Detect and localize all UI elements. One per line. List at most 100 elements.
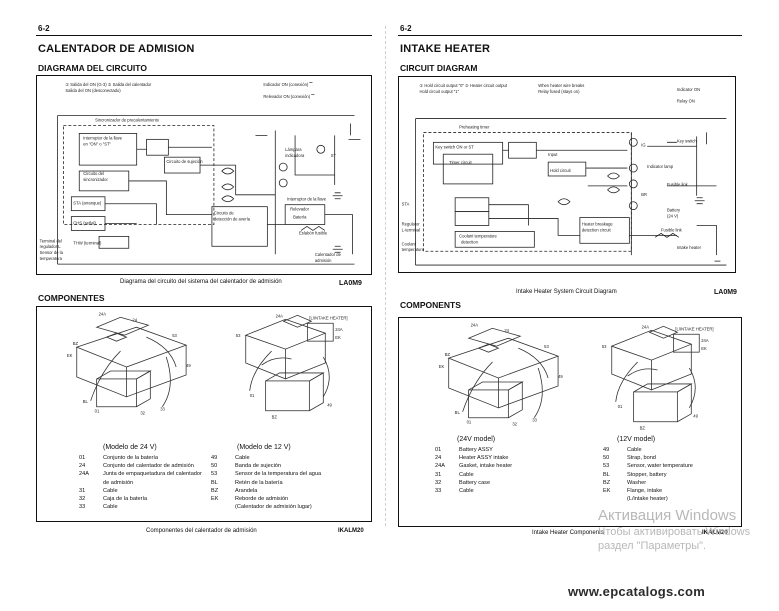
svg-text:33: 33 (160, 407, 165, 412)
part-label: Cable (459, 471, 474, 478)
circuit-diagram-art: ① Hold circuit output "0" ② Heater circu… (402, 83, 727, 266)
diagram-code: LA0M9 (339, 280, 362, 287)
svg-text:Calentador de: Calentador de (315, 252, 342, 257)
circuit-diagram: ① Hold circuit output "0" ② Heater circu… (398, 76, 736, 273)
svg-text:Indicator ON: Indicator ON (677, 87, 700, 92)
svg-text:Input: Input (548, 152, 558, 157)
diagram-heading: CIRCUIT DIAGRAM (400, 63, 478, 73)
header-rule (36, 35, 372, 36)
diagram-code: LA0M9 (714, 289, 737, 296)
part-number: 24A (79, 471, 89, 478)
svg-text:regulador L: regulador L (40, 244, 62, 249)
section-title: INTAKE HEATER (400, 43, 491, 55)
part-label: Cable (235, 455, 250, 461)
svg-text:ST: ST (331, 153, 337, 158)
svg-text:[L/INTAKE HEATER]: [L/INTAKE HEATER] (675, 326, 713, 331)
circuit-diagram-art: ① Salida del ON (G-3) ② Salida del calen… (40, 82, 361, 265)
part-number: 24 (435, 455, 442, 462)
part-label: Cable (459, 488, 474, 495)
svg-text:detection: detection (461, 239, 479, 244)
svg-text:L-terminal: L-terminal (402, 227, 420, 232)
part-number: BZ (603, 479, 611, 486)
svg-text:24: 24 (132, 317, 137, 322)
svg-text:BZ: BZ (272, 415, 278, 420)
circuit-diagram: ① Salida del ON (G-3) ② Salida del calen… (36, 75, 372, 275)
part-label: Cable (103, 487, 118, 494)
svg-text:Interruptor de la llave: Interruptor de la llave (287, 197, 327, 202)
part-number: 24 (79, 463, 86, 470)
watermark-line: раздел "Параметры". (598, 540, 707, 552)
part-label: Cable (627, 447, 642, 453)
svg-text:32: 32 (140, 411, 145, 416)
page-number: 6-2 (38, 24, 50, 33)
part-label: de admisión (103, 479, 134, 486)
diagram-caption: Intake Heater System Circuit Diagram (516, 289, 617, 295)
svg-text:32: 32 (512, 422, 517, 427)
model-12-label: (12V model) (617, 436, 656, 443)
part-number: BL (211, 479, 218, 486)
svg-text:Relay ON: Relay ON (677, 99, 695, 104)
svg-text:admisión: admisión (315, 258, 332, 263)
svg-text:Relevador: Relevador (290, 207, 309, 212)
part-number: 32 (435, 479, 442, 486)
svg-text:Interruptor de la llave: Interruptor de la llave (83, 135, 123, 140)
svg-text:temperature: temperature (402, 247, 425, 252)
svg-text:① Salida del ON (G-3) ② Sal: ① Salida del ON (G-3) ② Salida del calen… (65, 82, 152, 87)
svg-text:en "ON" o "ST": en "ON" o "ST" (83, 141, 111, 146)
svg-text:Hold circuit: Hold circuit (550, 168, 571, 173)
part-number (79, 479, 103, 487)
part-label: (L/intake heater) (627, 496, 668, 503)
svg-text:Circuito de sujeción: Circuito de sujeción (166, 159, 203, 164)
page-right: 6-2 INTAKE HEATER CIRCUIT DIAGRAM (398, 0, 742, 560)
part-label: Sensor, water temperature (627, 463, 693, 470)
part-label: Washer (627, 479, 647, 486)
svg-text:Battery: Battery (667, 208, 681, 213)
svg-text:53: 53 (544, 344, 549, 349)
watermark-line: Активация Windows (598, 507, 737, 524)
part-row: 53 Sensor, water temperature (603, 462, 693, 470)
svg-text:Regulator: Regulator (402, 221, 421, 226)
part-number: 53 (603, 463, 610, 470)
part-row: 49 Cable (211, 454, 321, 462)
components-code: IKALM20 (338, 528, 364, 534)
part-number: 49 (211, 455, 218, 461)
svg-text:EK: EK (701, 346, 707, 351)
diagram-caption: Diagrama del circuito del sistema del ca… (120, 279, 282, 285)
diagram-heading: DIAGRAMA DEL CIRCUITO (38, 63, 147, 73)
svg-text:THW (terminal): THW (terminal) (73, 240, 102, 245)
svg-text:BL: BL (455, 410, 461, 415)
part-row: (L/intake heater) (603, 495, 693, 503)
part-number: 32 (79, 496, 86, 503)
svg-text:① Hold circuit output "0" ②: ① Hold circuit output "0" ② Heater circu… (420, 83, 508, 88)
svg-text:Key switch ON or ST: Key switch ON or ST (435, 144, 474, 149)
svg-text:Indicador ON (conexión) ▔: Indicador ON (conexión) ▔ (263, 82, 313, 87)
part-number: 33 (79, 504, 86, 511)
svg-text:Fusible link: Fusible link (661, 227, 683, 232)
components-heading: COMPONENTES (38, 293, 105, 303)
svg-text:Hold circuit output "1": Hold circuit output "1" (420, 89, 460, 94)
part-label: Sensor de la temperatura del agua (235, 471, 322, 478)
part-row: BZ Washer (603, 479, 693, 487)
svg-text:Heater breakage: Heater breakage (582, 221, 614, 226)
svg-text:24: 24 (504, 328, 509, 333)
svg-text:49: 49 (558, 374, 563, 379)
part-number (603, 495, 627, 503)
part-row: de admisión (79, 479, 202, 487)
svg-text:temperatura: temperatura (40, 256, 63, 261)
part-label: Gasket, intake heater (459, 463, 513, 470)
